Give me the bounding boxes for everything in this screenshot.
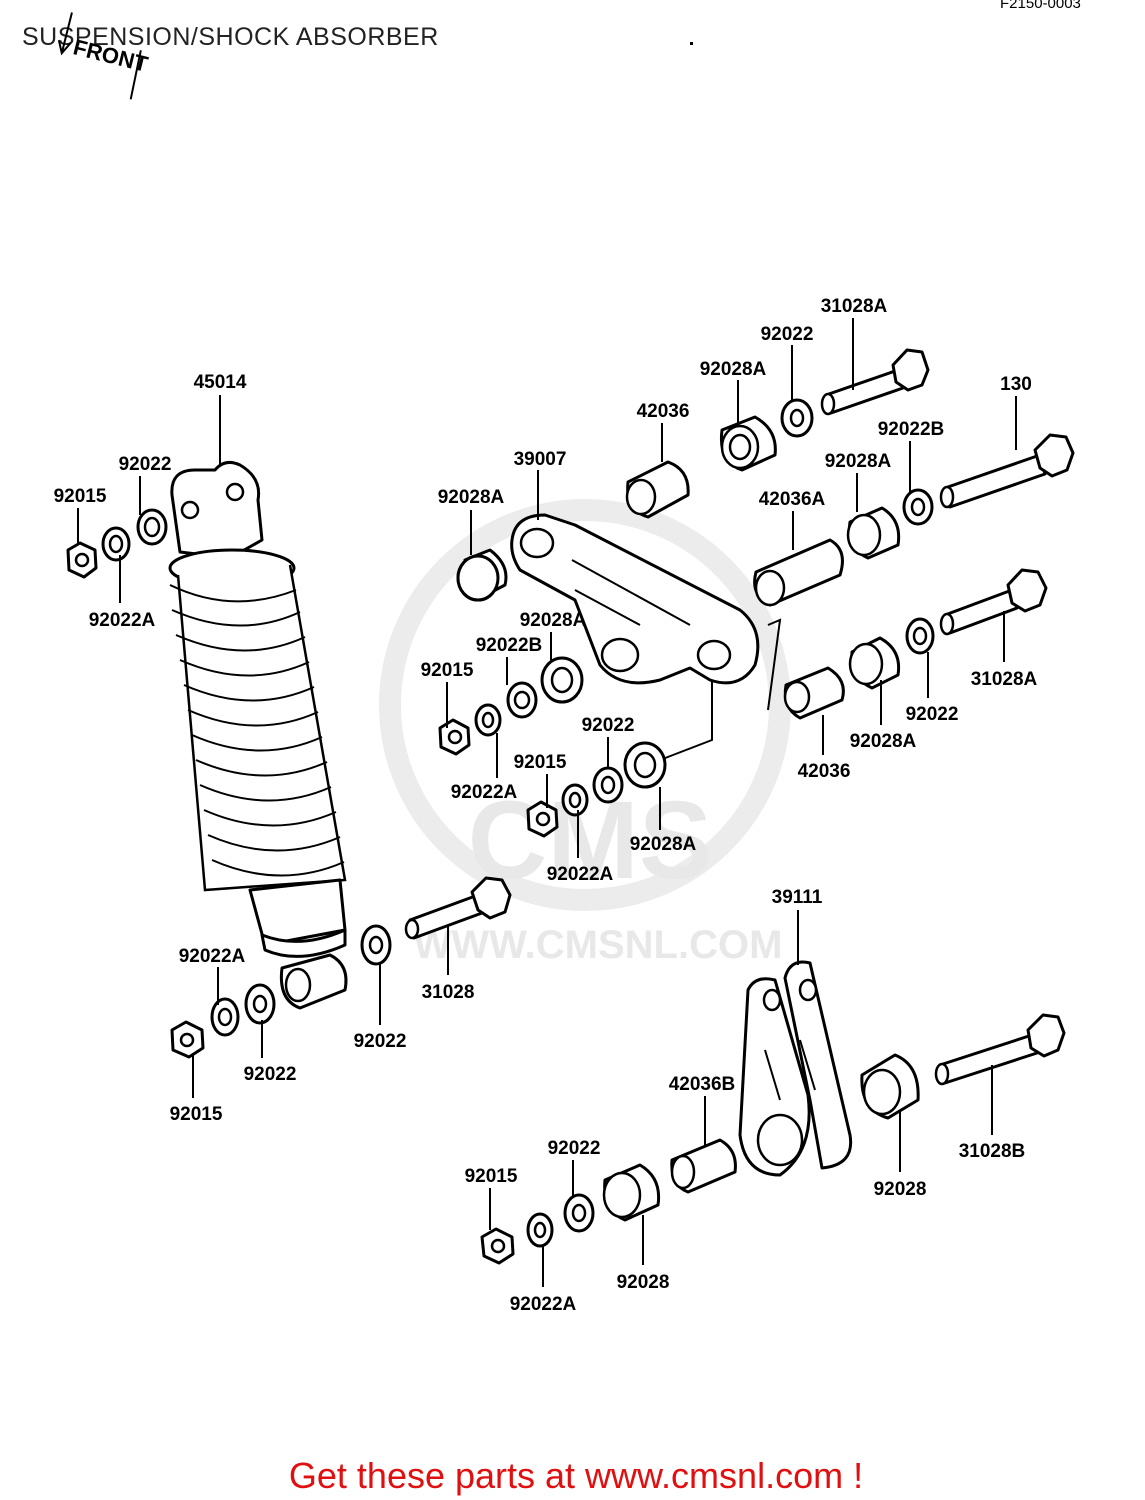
- part-label-92028a: 92028A: [630, 834, 697, 855]
- part-label-92022: 92022: [906, 704, 959, 725]
- part-label-92022a: 92022A: [179, 946, 246, 967]
- leader-lines: [77, 318, 1017, 1287]
- part-label-92022: 92022: [244, 1064, 297, 1085]
- part-label-92022: 92022: [119, 454, 172, 475]
- part-label-92022b: 92022B: [878, 419, 945, 440]
- footer-link[interactable]: Get these parts at www.cmsnl.com !: [289, 1455, 863, 1496]
- part-label-92028a: 92028A: [825, 451, 892, 472]
- part-label-92022: 92022: [354, 1031, 407, 1052]
- part-label-92022: 92022: [761, 324, 814, 345]
- watermark-url: WWW.CMSNL.COM: [414, 923, 783, 967]
- part-label-39007: 39007: [514, 449, 567, 470]
- part-label-92015: 92015: [514, 752, 567, 773]
- part-label-92028a: 92028A: [438, 487, 505, 508]
- part-label-31028b: 31028B: [959, 1141, 1026, 1162]
- link-arm-39007: [510, 513, 782, 761]
- page-title: SUSPENSION/SHOCK ABSORBER: [22, 23, 439, 51]
- part-label-92022a: 92022A: [451, 782, 518, 803]
- part-label-92015: 92015: [465, 1166, 518, 1187]
- part-label-92022a: 92022A: [89, 610, 156, 631]
- part-label-31028a: 31028A: [971, 669, 1038, 690]
- part-label-92028a: 92028A: [520, 610, 587, 631]
- watermark-logo: CMS: [468, 779, 712, 902]
- part-label-92028: 92028: [874, 1179, 927, 1200]
- watermark: CMS WWW.CMSNL.COM: [379, 499, 791, 967]
- part-label-45014: 45014: [194, 372, 247, 393]
- part-label-31028a: 31028A: [821, 296, 888, 317]
- part-label-92022: 92022: [582, 715, 635, 736]
- upper-left-hardware: [66, 508, 168, 579]
- upper-right-hardware: [625, 348, 1075, 720]
- part-label-92022a: 92022A: [547, 864, 614, 885]
- part-label-42036: 42036: [798, 761, 851, 782]
- part-label-39111: 39111: [772, 887, 823, 908]
- bolt-31028: [404, 876, 512, 940]
- part-label-42036a: 42036A: [759, 489, 826, 510]
- part-label-92022a: 92022A: [510, 1294, 577, 1315]
- part-label-130: 130: [1000, 374, 1032, 395]
- part-label-31028: 31028: [422, 982, 475, 1003]
- part-label-92028: 92028: [617, 1272, 670, 1293]
- part-label-92022: 92022: [548, 1138, 601, 1159]
- part-labels: 45014 92022 92015 92022A 39007 92028A 42…: [54, 296, 1038, 1315]
- part-label-92015: 92015: [421, 660, 474, 681]
- part-label-92028a: 92028A: [850, 731, 917, 752]
- part-label-92022b: 92022B: [476, 635, 543, 656]
- diagram-code: F2150-0003: [1000, 0, 1081, 12]
- part-label-92015: 92015: [54, 486, 107, 507]
- lower-right-hardware: [480, 1013, 1066, 1265]
- part-label-42036: 42036: [637, 401, 690, 422]
- shock-absorber-45014: [168, 460, 348, 1010]
- part-label-42036b: 42036B: [669, 1074, 736, 1095]
- part-label-92028a: 92028A: [700, 359, 767, 380]
- lower-left-hardware: [170, 924, 392, 1059]
- part-label-92015: 92015: [170, 1104, 223, 1125]
- link-arm-hardware: [438, 548, 667, 838]
- tie-rod-39111: [738, 960, 853, 1177]
